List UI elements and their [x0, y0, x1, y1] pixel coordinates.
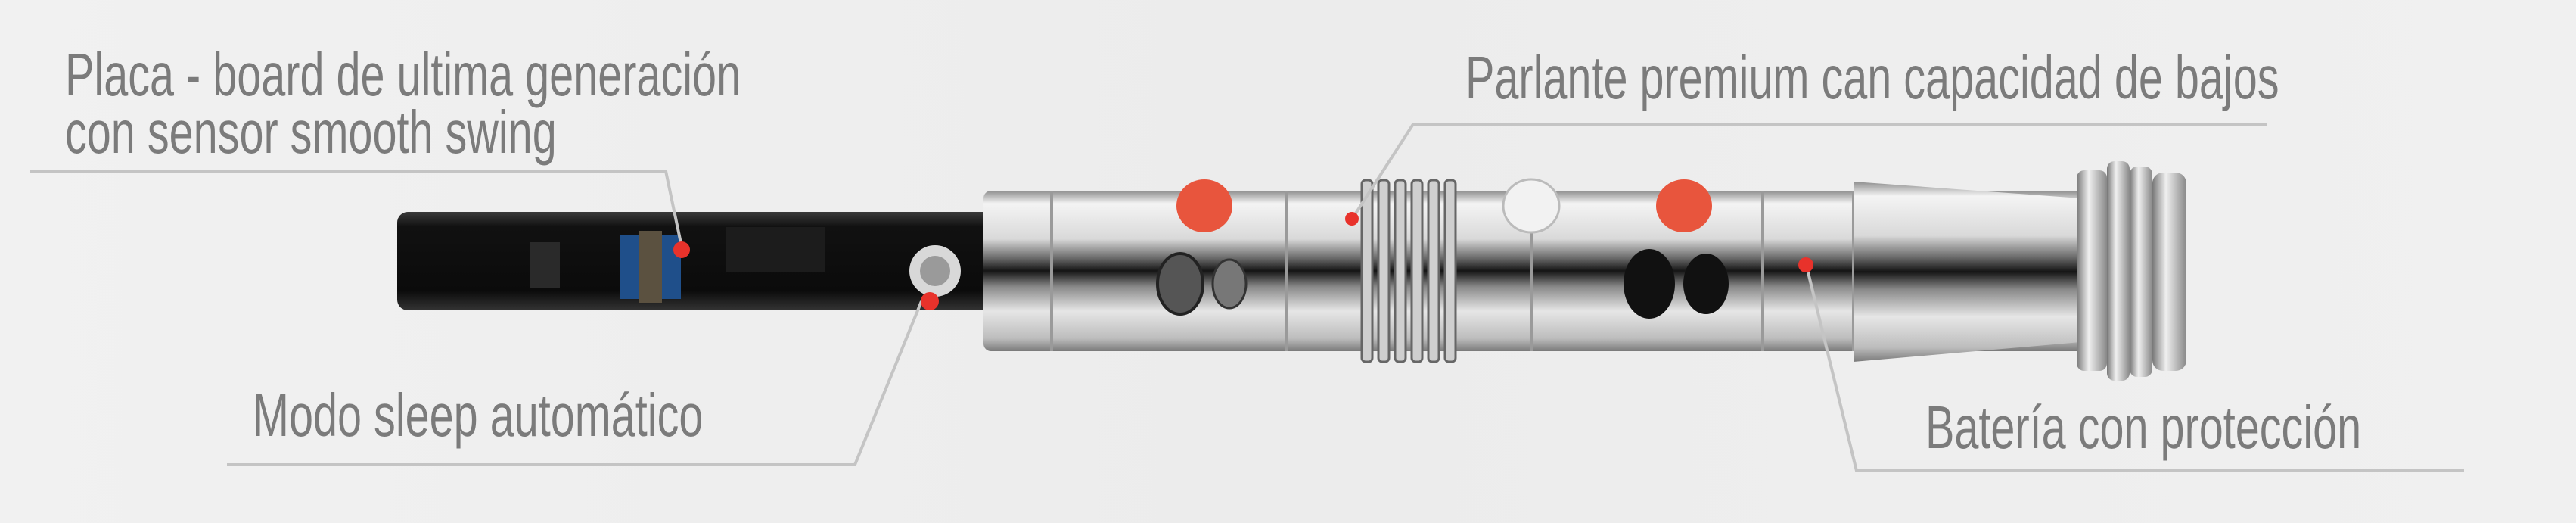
- callout-board: Placa - board de ultima generación con s…: [30, 41, 741, 258]
- grip-rings: [1360, 179, 1457, 363]
- speaker-label: Parlante premium can capacidad de bajos: [1465, 44, 2279, 112]
- activation-button-red-2: [1656, 179, 1712, 232]
- callout-speaker: Parlante premium can capacidad de bajos: [1345, 44, 2279, 226]
- emitter: [1854, 161, 2186, 381]
- marker-dot: [1345, 212, 1359, 226]
- callout-sleep: Modo sleep automático: [227, 292, 939, 466]
- chassis-section: [397, 212, 995, 310]
- hilt: [983, 178, 2118, 363]
- board-label-line1: Placa - board de ultima generación: [65, 41, 741, 109]
- marker-dot: [673, 241, 690, 258]
- board-label-line2: con sensor smooth swing: [65, 98, 557, 167]
- marker-dot: [921, 292, 939, 310]
- marker-dot: [1798, 257, 1813, 272]
- callout-battery: Batería con protección: [1798, 257, 2464, 472]
- activation-button-white: [1502, 178, 1561, 234]
- activation-button-red: [1176, 179, 1232, 232]
- battery-label: Batería con protección: [1925, 394, 2361, 462]
- sleep-label: Modo sleep automático: [253, 381, 703, 450]
